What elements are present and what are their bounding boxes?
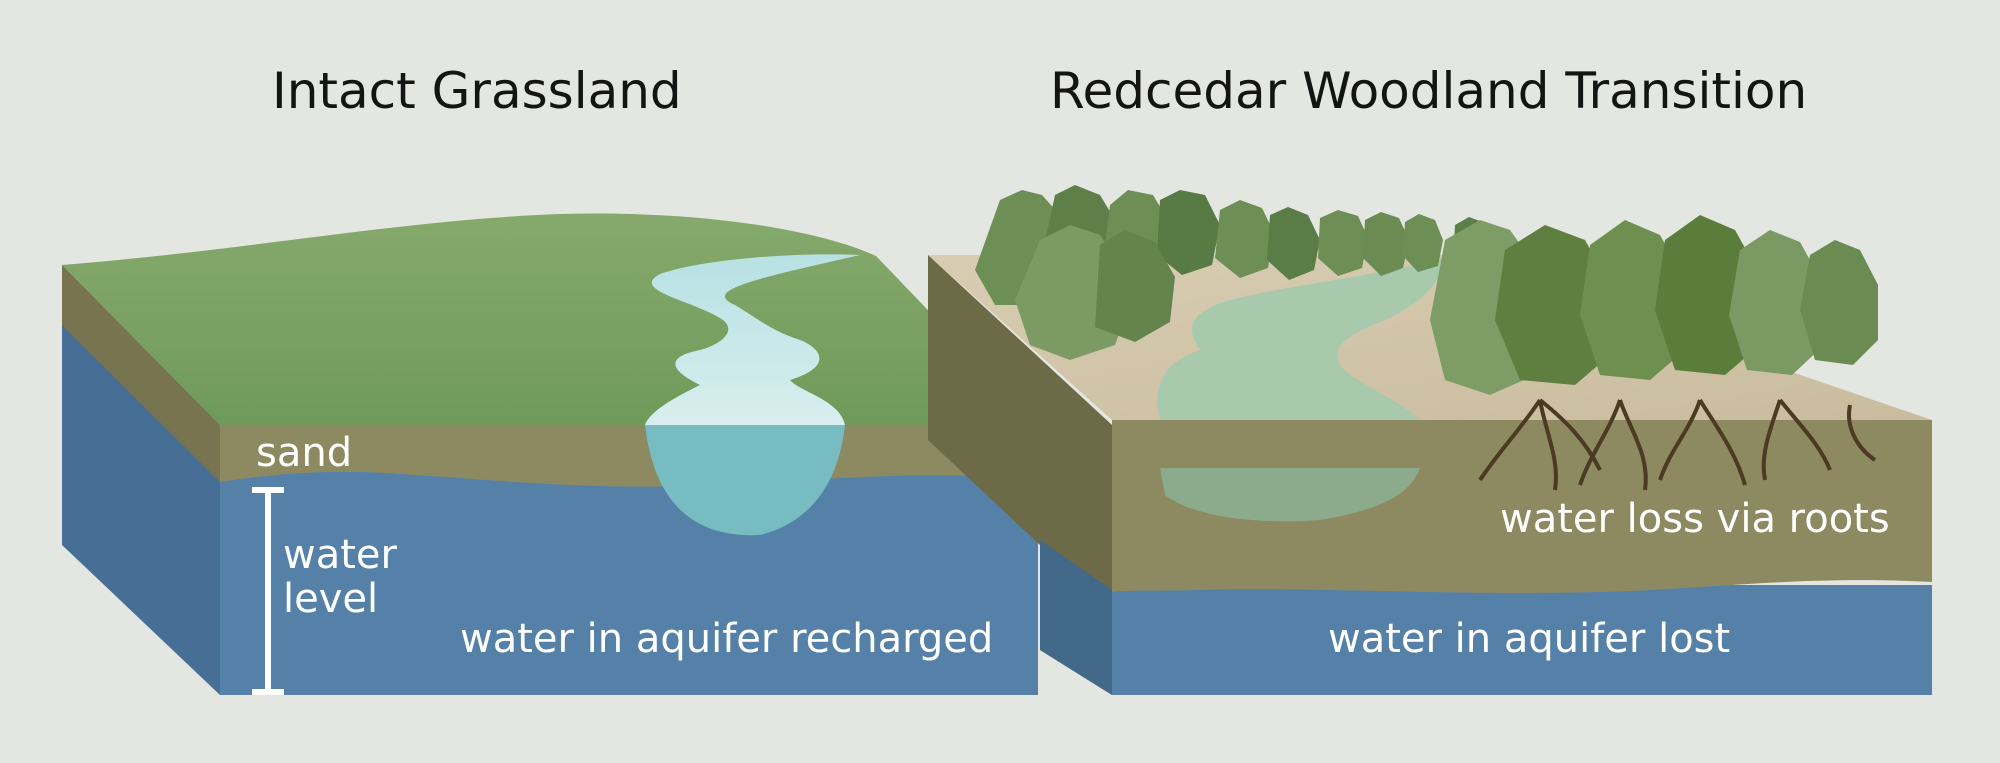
woodland-river-cross-section — [1160, 468, 1420, 522]
woodland-river — [1157, 258, 1445, 420]
river-cross-section — [645, 425, 845, 536]
woodland-side-water — [1040, 540, 1112, 695]
label-water-level-line1: water — [283, 532, 398, 578]
aquifer-front-face — [220, 460, 1038, 695]
woodland-block: water loss via roots water in aquifer lo… — [928, 185, 1932, 695]
grass-top-surface — [62, 213, 1038, 425]
trees-left-cluster — [1015, 225, 1175, 360]
label-sand: sand — [256, 430, 352, 476]
label-water-loss-roots: water loss via roots — [1500, 496, 1890, 542]
woodland-aquifer-front — [1112, 585, 1932, 695]
title-intact-grassland: Intact Grassland — [272, 62, 682, 120]
grassland-river — [645, 254, 860, 425]
grassland-block: sand water level water in aquifer rechar… — [62, 213, 1038, 695]
title-redcedar-woodland: Redcedar Woodland Transition — [1050, 62, 1808, 120]
water-level-indicator — [252, 487, 284, 695]
left-side-face — [62, 265, 220, 695]
label-aquifer-recharged: water in aquifer recharged — [460, 616, 993, 662]
label-aquifer-lost: water in aquifer lost — [1328, 616, 1730, 662]
label-water-level-line2: level — [283, 576, 378, 622]
tree-roots — [1478, 398, 1877, 491]
trees-right-cluster — [1430, 215, 1878, 395]
left-side-sand — [62, 265, 220, 482]
woodland-sand-front — [1112, 420, 1932, 593]
